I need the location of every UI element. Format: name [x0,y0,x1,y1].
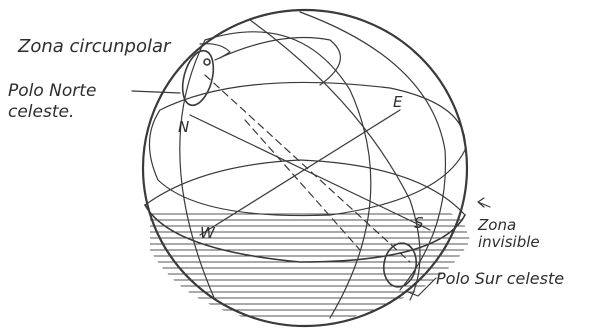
meridian-3 [250,20,420,300]
label-zona-invisible-line1: Zona [477,216,516,234]
south-pole-ellipse [380,241,419,290]
diurnal-circle [215,38,340,86]
label-south: S [414,214,424,232]
meridian-4 [300,12,445,290]
leader-zona-invisible [478,198,490,207]
label-zona-invisible-line2: invisible [478,233,540,251]
sphere-outline [143,10,467,326]
leader-polo-norte [132,91,180,93]
celestial-equator [149,82,465,215]
label-polo-sur: Polo Sur celeste [436,269,564,288]
label-east: E [393,93,403,111]
label-north: N [178,118,189,136]
dashed-diameter [245,120,360,250]
label-zona-circumpolar: Zona circunpolar [17,36,172,57]
line-n-s [190,115,430,230]
label-polo-norte-line1: Polo Norte [8,81,96,101]
label-west: W [200,224,216,242]
meridian-2 [205,32,371,318]
north-celestial-pole-mark [204,59,210,65]
polar-axis [205,75,410,262]
label-polo-norte-line2: celeste. [8,102,74,122]
